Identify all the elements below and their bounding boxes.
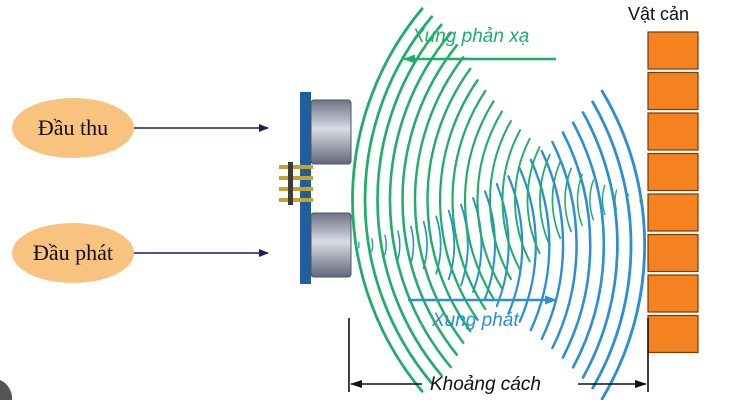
wall-brick xyxy=(647,71,699,111)
emitted-wave-arc xyxy=(551,140,578,350)
reflected-wave-arc xyxy=(489,119,512,281)
sensor-pins xyxy=(279,162,313,205)
wall-brick xyxy=(647,31,699,70)
reflected-wave-arc xyxy=(501,129,522,271)
reflected-wave-arc xyxy=(363,15,434,385)
reflected-wave-arc xyxy=(589,179,595,221)
distance-label: Khoảng cách xyxy=(430,374,541,395)
wall-brick xyxy=(647,112,699,151)
emitted-wave-arc xyxy=(397,230,401,260)
emitted-wave-arc xyxy=(540,149,565,341)
transmitter-label: Đầu phát xyxy=(32,240,114,265)
reflected-wave-arc xyxy=(576,173,583,227)
reflected-wave-arc xyxy=(476,110,504,290)
reflected-wave-arc xyxy=(351,7,424,393)
wall-brick xyxy=(647,314,699,354)
obstacle-label: Vật cản xyxy=(628,4,690,24)
reflected-wave-arc xyxy=(464,100,495,300)
emitted-wave-arc xyxy=(460,203,469,287)
emitted-wave-arc xyxy=(591,100,633,390)
reflected-wave-arc xyxy=(376,23,443,377)
reflected-wave-label: Xung phản xạ xyxy=(412,26,530,47)
reflected-wave-arcs xyxy=(351,7,641,393)
emitted-wave-arc xyxy=(561,131,592,359)
reflected-wave-arc xyxy=(426,67,472,333)
emitted-wave-label: Xung phát xyxy=(432,310,519,331)
reflected-wave-arc xyxy=(564,167,572,233)
emitted-wave-arc xyxy=(371,238,374,252)
reflected-wave-arc xyxy=(451,89,487,311)
reflected-wave-arc xyxy=(551,160,562,240)
receiver-cylinder xyxy=(310,99,352,165)
distance-marker xyxy=(348,318,649,392)
reflected-wave-arc xyxy=(388,31,453,369)
wall-brick xyxy=(647,193,699,232)
emitted-wave-arc xyxy=(472,197,483,293)
transmitter-label-oval: Đầu phát xyxy=(12,223,134,283)
emitted-wave-arc xyxy=(600,89,647,400)
reflected-wave-arc xyxy=(438,79,479,321)
reflected-wave-arc xyxy=(413,56,465,344)
emitted-wave-arcs xyxy=(358,89,647,400)
emitted-wave-arc xyxy=(483,190,496,300)
reflected-wave-arc xyxy=(539,153,551,247)
transmitter-cylinder xyxy=(310,212,352,278)
receiver-label-oval: Đầu thu xyxy=(12,98,134,158)
wall-brick xyxy=(647,152,699,192)
emitted-wave-arc xyxy=(581,111,619,379)
emitted-wave-arc xyxy=(447,209,456,281)
ultrasonic-sensor xyxy=(279,92,352,284)
reflected-wave-arc xyxy=(526,145,541,255)
reflected-wave-arc xyxy=(614,189,618,211)
wall-brick xyxy=(647,233,699,273)
wall-brick xyxy=(647,274,699,313)
emitted-wave-arc xyxy=(410,225,415,265)
corner-shadow xyxy=(0,380,13,400)
emitted-wave-arc xyxy=(571,121,606,369)
reflected-wave-arc xyxy=(401,44,459,356)
reflected-wave-arc xyxy=(626,193,629,207)
obstacle-wall xyxy=(647,31,699,354)
emitted-wave-arc xyxy=(384,234,387,256)
reflected-wave-arc xyxy=(514,137,531,263)
reflected-wave-arc xyxy=(601,184,606,216)
receiver-label: Đầu thu xyxy=(37,115,109,140)
